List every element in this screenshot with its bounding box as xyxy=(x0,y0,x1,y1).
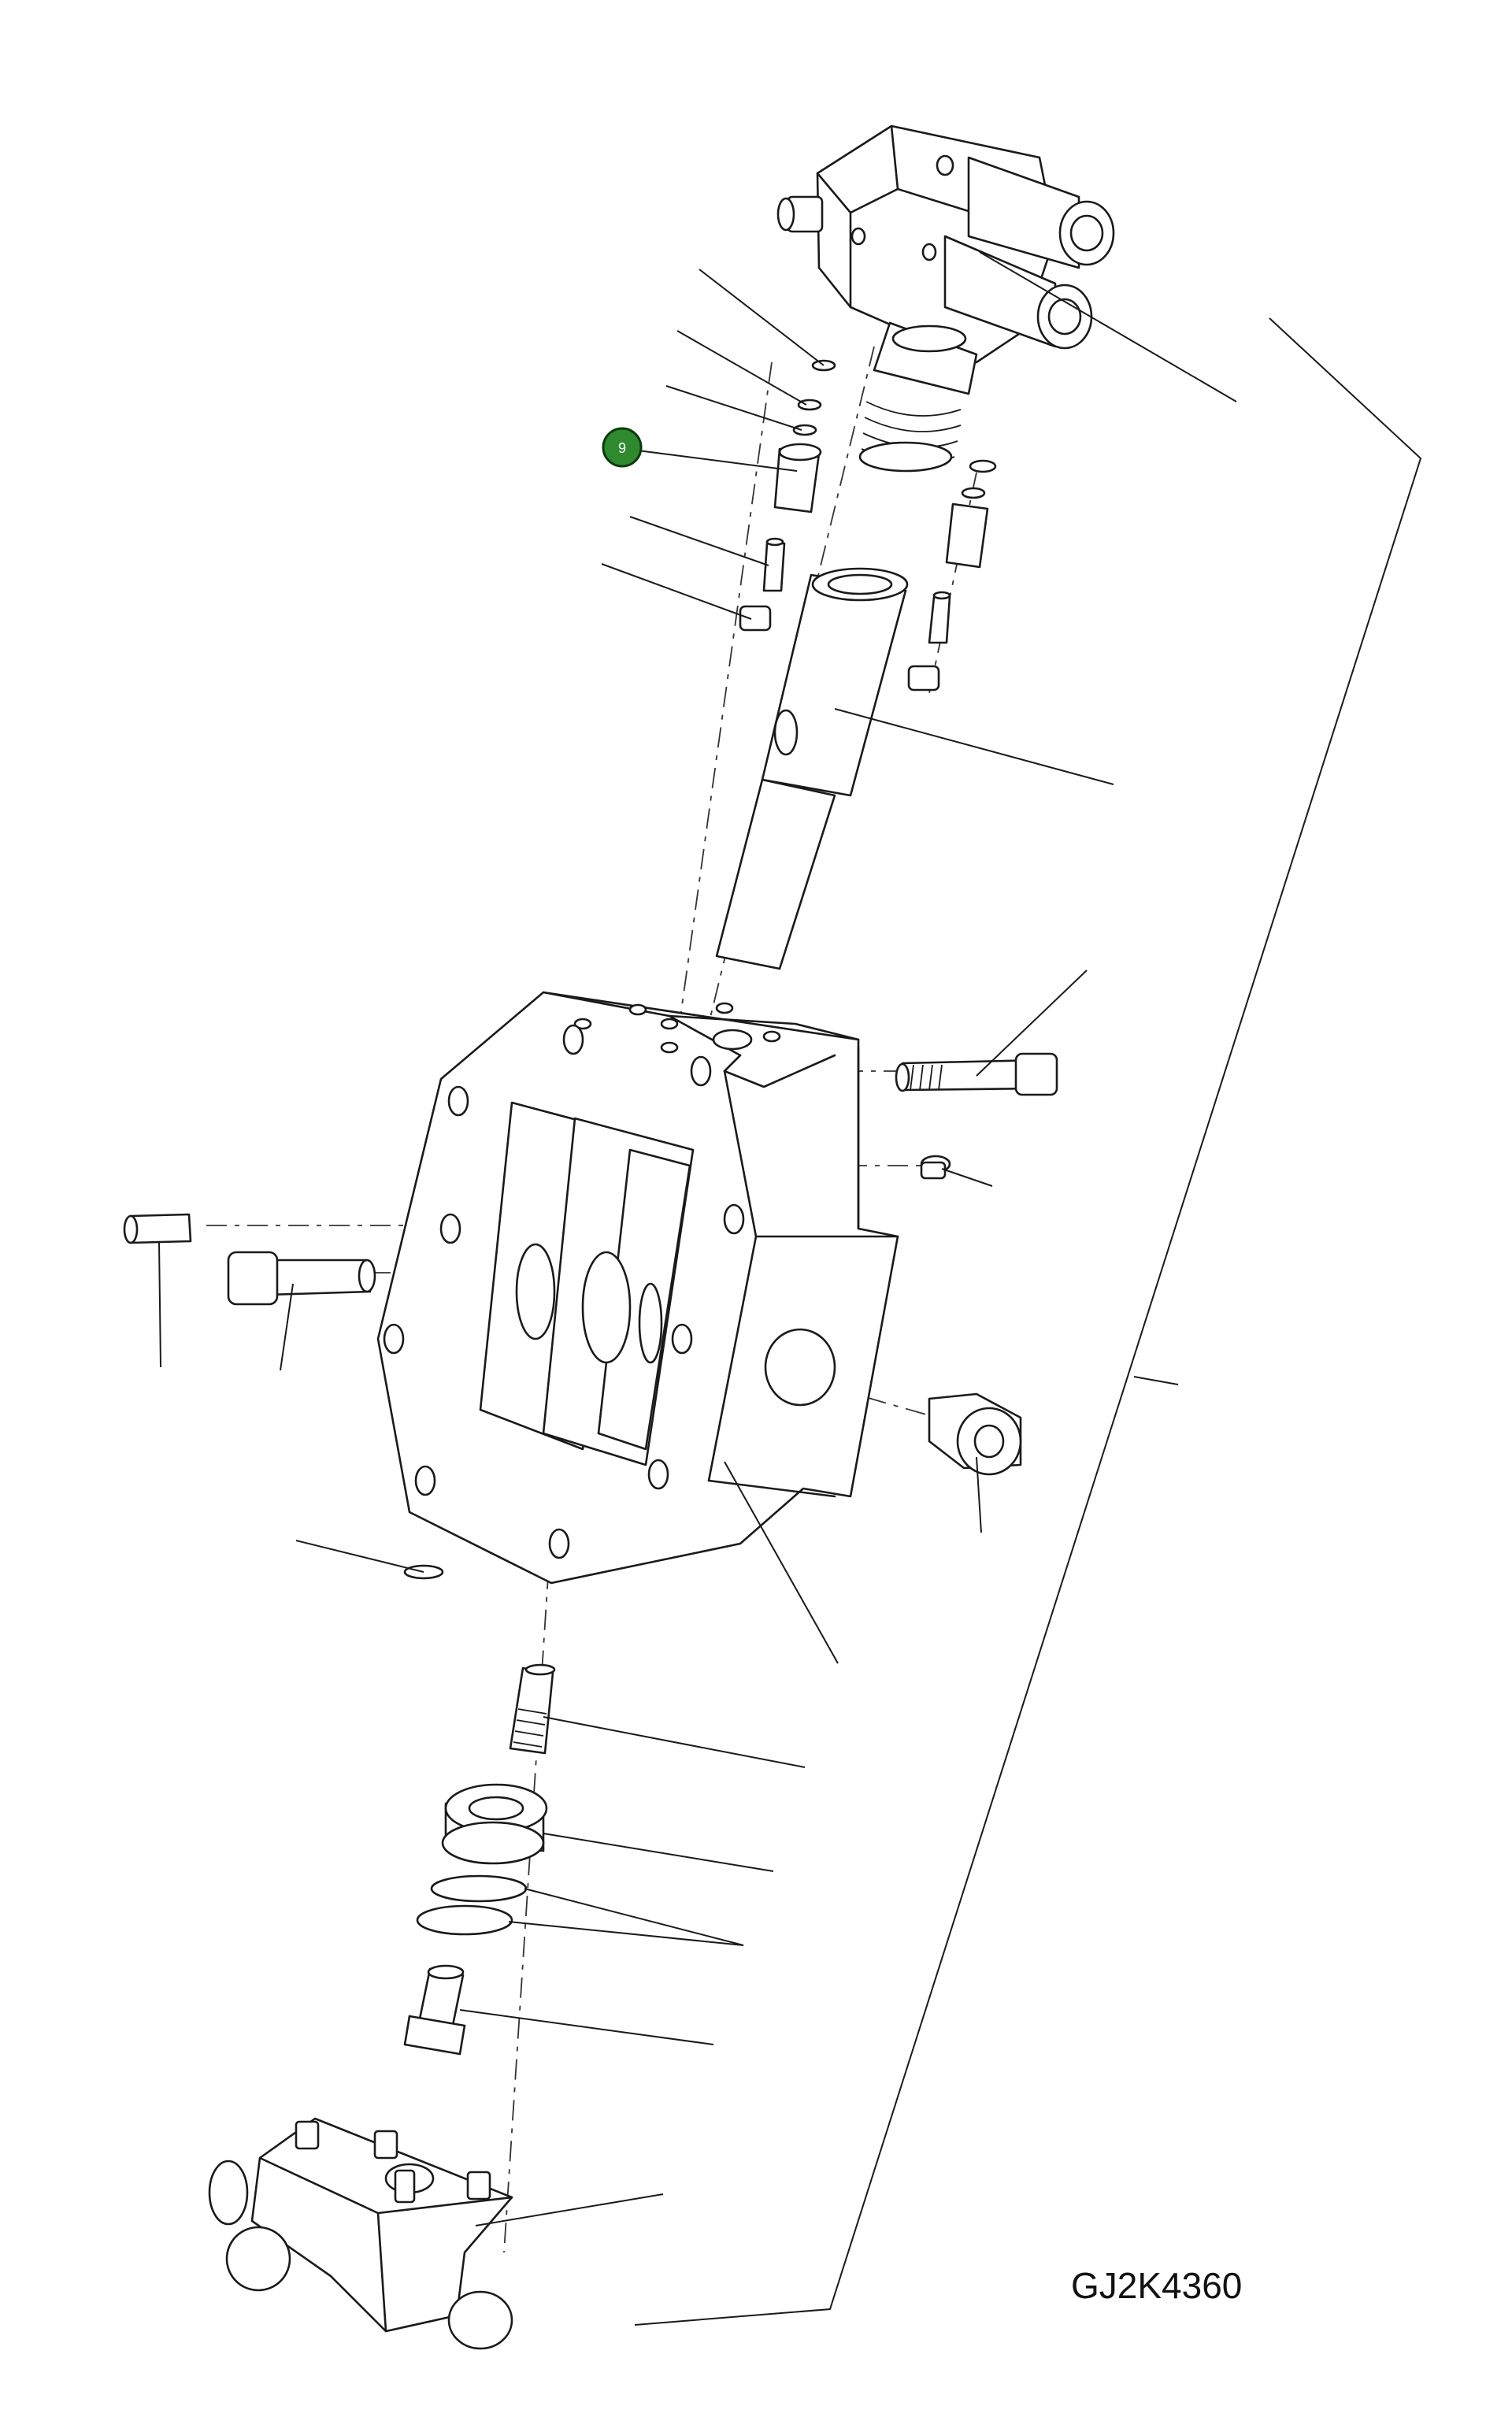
main-housing xyxy=(376,991,899,1585)
bottom-valve-block xyxy=(208,2117,513,2350)
callout-9-label: 9 xyxy=(618,440,626,456)
spool-tube xyxy=(715,567,909,970)
side-port-plug xyxy=(928,1392,1022,1476)
seal-rings xyxy=(416,1874,528,1936)
small-seals-left xyxy=(739,359,836,632)
leader-lines xyxy=(158,251,1237,2226)
hex-plug xyxy=(227,1251,376,1306)
callout-9[interactable]: 9 xyxy=(602,427,643,468)
threaded-stud xyxy=(509,1663,556,1755)
side-small-plug xyxy=(920,1155,951,1180)
dowel-pin xyxy=(123,1213,192,1244)
drawing-code: GJ2K4360 xyxy=(1071,2265,1242,2306)
assembly-bracket-line xyxy=(634,317,1422,2326)
adapter-fitting xyxy=(403,1964,466,2056)
top-valve-block xyxy=(776,124,1115,473)
side-bolt xyxy=(895,1052,1058,1096)
threaded-ring xyxy=(441,1783,548,1865)
small-seals-right xyxy=(907,459,997,691)
